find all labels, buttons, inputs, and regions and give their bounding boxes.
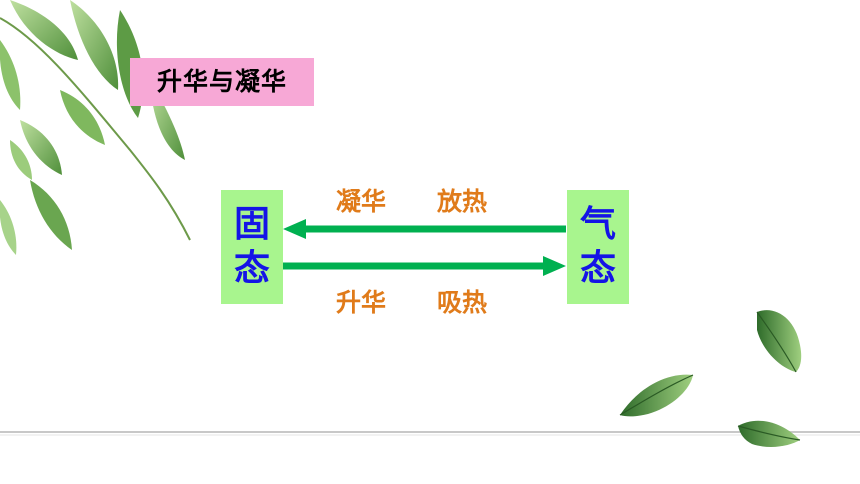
gas-state-char-2: 态 bbox=[579, 248, 616, 289]
leaf-icon bbox=[619, 374, 694, 417]
page-title: 升华与凝华 bbox=[130, 58, 314, 106]
leaf-icon bbox=[737, 420, 801, 447]
gas-state-char-1: 气 bbox=[579, 204, 616, 245]
release-heat-label: 放热 bbox=[437, 187, 488, 216]
gas-state-box: 气 态 bbox=[567, 190, 629, 304]
solid-state-char-1: 固 bbox=[233, 204, 270, 245]
arrow-right-icon bbox=[283, 256, 566, 276]
solid-state-char-2: 态 bbox=[233, 248, 270, 289]
solid-state-box: 固 态 bbox=[221, 190, 283, 304]
sublimation-label: 升华 bbox=[336, 288, 387, 317]
arrow-left-icon bbox=[283, 219, 566, 239]
leaf-icon bbox=[756, 310, 802, 373]
absorb-heat-label: 吸热 bbox=[437, 288, 488, 317]
deposition-label: 凝华 bbox=[336, 187, 387, 216]
